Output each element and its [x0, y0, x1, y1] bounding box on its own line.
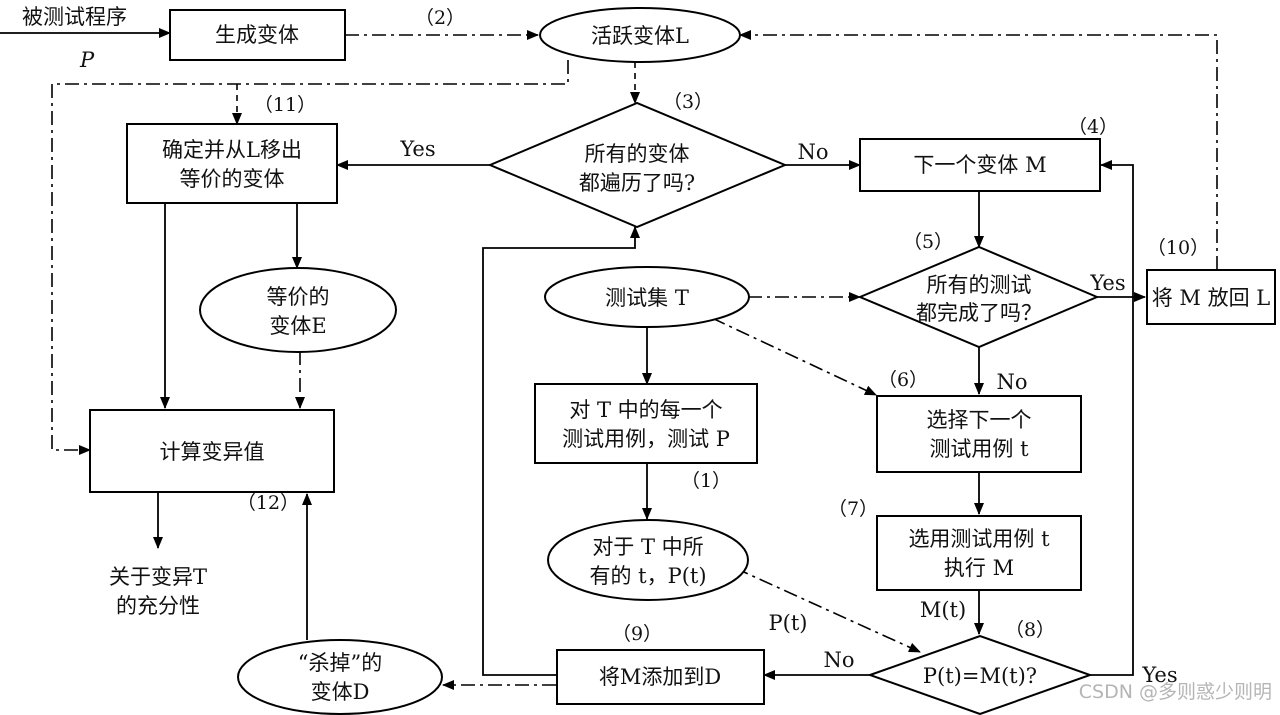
node-select-next-test-line2: 测试用例 t	[929, 437, 1029, 461]
node-active-mutants-ellipse	[539, 7, 741, 63]
label-p-of-t: P(t)	[769, 611, 808, 635]
label-no-tests: No	[996, 370, 1027, 394]
step-11: （11）	[254, 94, 316, 116]
node-run-each-test-line1: 对 T 中的每一个	[569, 398, 722, 422]
node-test-set-ellipse	[544, 266, 750, 328]
step-8: （8）	[1005, 619, 1055, 641]
edge-labels: P Yes No Yes No M(t) P(t) No Yes	[79, 48, 1178, 687]
node-equivalent-mutants-ellipse	[199, 267, 397, 353]
node-all-mutants-traversed-line1: 所有的变体	[585, 142, 690, 166]
node-run-each-test-line2: 测试用例，测试 P	[562, 427, 730, 451]
arrow-killed-loop	[482, 226, 640, 676]
node-program-under-test: 被测试程序	[22, 5, 127, 29]
node-killed-mutants-ellipse	[237, 639, 443, 715]
node-test-set: 测试集 T	[605, 286, 689, 310]
node-select-next-test-box	[876, 395, 1082, 473]
label-m-of-t: M(t)	[920, 598, 966, 622]
arrow-results-to-compare	[734, 567, 921, 653]
node-determine-equivalent-line1: 确定并从L移出	[162, 138, 302, 162]
node-all-tests-done-line2: 都完成了吗？	[916, 301, 1042, 325]
node-compute-score: 计算变异值	[160, 440, 265, 464]
label-yes-tests-done: Yes	[1089, 271, 1125, 295]
node-all-results-ellipse	[547, 519, 749, 601]
label-no-compare: No	[823, 648, 854, 672]
node-killed-mutants-line1: “杀掉”的	[298, 651, 382, 675]
node-adequacy-line1: 关于变异T	[109, 565, 207, 589]
node-all-tests-done-line1: 所有的测试	[927, 273, 1032, 297]
node-compare-outputs: P(t)=M(t)?	[923, 664, 1037, 688]
node-next-mutant-box	[859, 138, 1101, 192]
step-numbers: （1） （2） （3） （4） （5） （6） （7） （8） （9） （10）…	[237, 7, 1209, 645]
connectors	[0, 28, 1218, 690]
node-all-mutants-traversed-line2: 都遍历了吗?	[579, 171, 695, 195]
arrow-testset-to-select	[711, 317, 877, 396]
step-9: （9）	[612, 623, 662, 645]
node-compare-outputs-diamond	[867, 634, 1093, 715]
node-execute-mutant-box	[876, 515, 1082, 591]
step-4: （4）	[1068, 116, 1118, 138]
node-execute-mutant-line1: 选用测试用例 t	[908, 527, 1050, 551]
node-all-results-line1: 对于 T 中所	[592, 535, 703, 559]
node-equivalent-mutants-line2: 变体E	[269, 314, 326, 338]
nodes: 被测试程序 生成变体 活跃变体L 确定并从L移出 等价的变体 所有的变体 都遍历…	[22, 5, 1276, 715]
step-5: （5）	[903, 231, 953, 253]
node-determine-equivalent-line2: 等价的变体	[180, 167, 285, 191]
node-return-mutant: 将 M 放回 L	[1152, 286, 1271, 310]
node-equivalent-mutants-line1: 等价的	[267, 285, 330, 309]
node-add-to-killed-box	[556, 649, 765, 705]
arrow-p-to-compute	[51, 60, 569, 455]
node-determine-equivalent-box	[126, 123, 338, 204]
node-add-to-killed: 将M添加到D	[599, 665, 721, 689]
label-p: P	[79, 48, 95, 72]
step-12: （12）	[237, 492, 299, 514]
label-yes-compare: Yes	[1141, 663, 1177, 687]
step-3: （3）	[663, 91, 713, 113]
node-return-mutant-box	[1146, 269, 1276, 325]
step-7: （7）	[828, 498, 878, 520]
node-run-each-test-box	[534, 383, 758, 464]
step-1: （1）	[681, 470, 731, 492]
node-active-mutants: 活跃变体L	[591, 24, 689, 48]
arrow-compare-yes	[1090, 160, 1134, 676]
step-10: （10）	[1147, 237, 1209, 259]
node-compute-score-box	[89, 409, 335, 493]
node-next-mutant: 下一个变体 M	[913, 153, 1046, 177]
step-2: （2）	[415, 7, 465, 29]
node-adequacy-line2: 的充分性	[116, 594, 200, 618]
node-generate-mutants: 生成变体	[215, 23, 299, 47]
node-select-next-test-line1: 选择下一个	[927, 408, 1032, 432]
node-all-tests-done-diamond	[857, 245, 1100, 349]
label-yes-left: Yes	[399, 137, 435, 161]
node-killed-mutants-line2: 变体D	[311, 680, 370, 704]
node-execute-mutant-line2: 执行 M	[944, 556, 1014, 580]
arrow-return-to-active	[739, 30, 1218, 270]
label-no-right: No	[797, 140, 828, 164]
watermark: CSDN @多则惑少则明	[1079, 681, 1272, 703]
node-all-results-line2: 有的 t，P(t)	[589, 564, 706, 588]
node-all-mutants-traversed-diamond	[487, 101, 788, 229]
step-6: （6）	[878, 369, 928, 391]
node-generate-mutants-box	[169, 9, 346, 61]
